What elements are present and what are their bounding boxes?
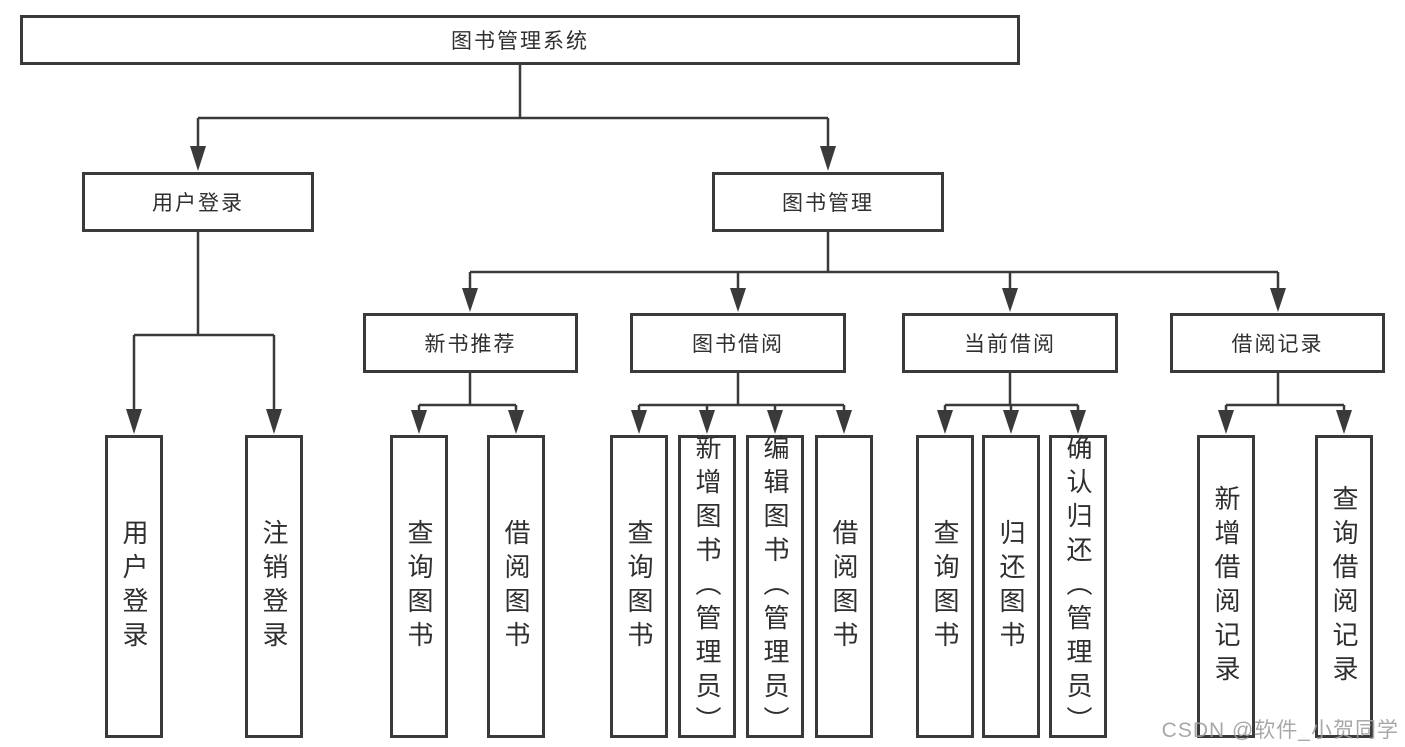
node-user-login: 用户登录 bbox=[82, 172, 314, 232]
leaf-confirm-return-admin-label: 确认归还（管理员） bbox=[1063, 433, 1093, 740]
leaf-borrow-books-borrowing-label: 借阅图书 bbox=[829, 518, 859, 655]
leaf-add-borrow-record-label: 新增借阅记录 bbox=[1211, 484, 1241, 689]
leaf-user-login-label: 用户登录 bbox=[119, 518, 149, 655]
leaf-query-books-current: 查询图书 bbox=[916, 435, 974, 738]
leaf-add-book-admin-label: 新增图书（管理员） bbox=[692, 433, 722, 740]
leaf-query-books-borrowing: 查询图书 bbox=[610, 435, 668, 738]
node-book-management: 图书管理 bbox=[712, 172, 944, 232]
node-new-book-recommendation: 新书推荐 bbox=[363, 313, 578, 373]
leaf-logout-label: 注销登录 bbox=[259, 518, 289, 655]
leaf-add-borrow-record: 新增借阅记录 bbox=[1197, 435, 1255, 738]
leaf-query-books-borrowing-label: 查询图书 bbox=[624, 518, 654, 655]
leaf-query-books-current-label: 查询图书 bbox=[930, 518, 960, 655]
leaf-query-borrow-record: 查询借阅记录 bbox=[1315, 435, 1373, 738]
leaf-logout: 注销登录 bbox=[245, 435, 303, 738]
leaf-query-books-recommend-label: 查询图书 bbox=[404, 518, 434, 655]
leaf-return-books-label: 归还图书 bbox=[996, 518, 1026, 655]
watermark: CSDN @软件_小贺同学 bbox=[1161, 719, 1399, 742]
leaf-borrow-books-borrowing: 借阅图书 bbox=[815, 435, 873, 738]
leaf-edit-book-admin-label: 编辑图书（管理员） bbox=[760, 433, 790, 740]
leaf-edit-book-admin: 编辑图书（管理员） bbox=[746, 433, 804, 740]
node-current-borrowing: 当前借阅 bbox=[902, 313, 1118, 373]
node-book-borrowing: 图书借阅 bbox=[630, 313, 846, 373]
leaf-borrow-books-recommend-label: 借阅图书 bbox=[501, 518, 531, 655]
leaf-user-login: 用户登录 bbox=[105, 435, 163, 738]
leaf-add-book-admin: 新增图书（管理员） bbox=[678, 433, 736, 740]
leaf-query-borrow-record-label: 查询借阅记录 bbox=[1329, 484, 1359, 689]
leaf-return-books: 归还图书 bbox=[982, 435, 1040, 738]
leaf-query-books-recommend: 查询图书 bbox=[390, 435, 448, 738]
arrowheads bbox=[126, 146, 1352, 434]
leaf-borrow-books-recommend: 借阅图书 bbox=[487, 435, 545, 738]
node-root: 图书管理系统 bbox=[20, 15, 1020, 65]
leaf-confirm-return-admin: 确认归还（管理员） bbox=[1049, 433, 1107, 740]
node-borrowing-records: 借阅记录 bbox=[1170, 313, 1385, 373]
